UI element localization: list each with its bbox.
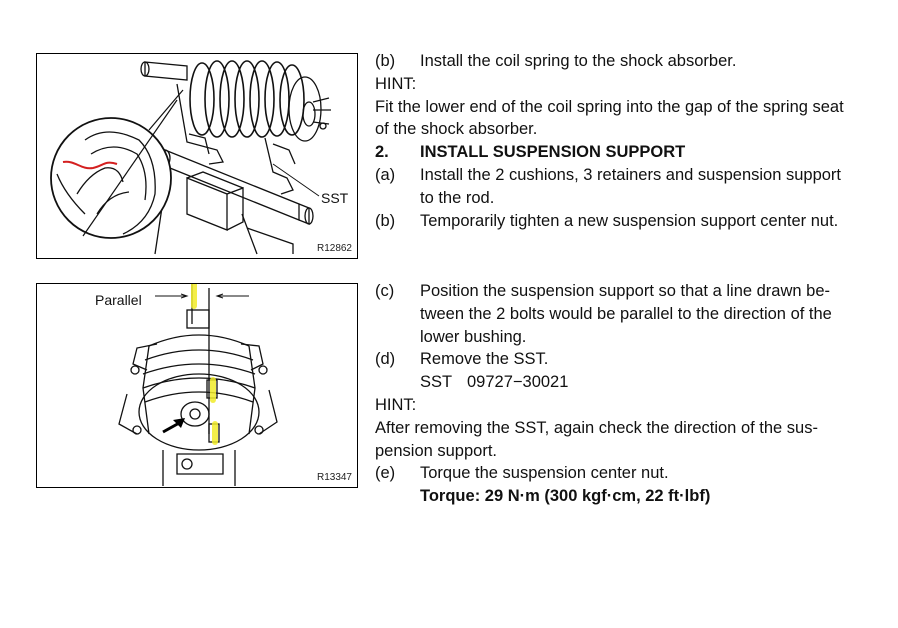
- figure-id: R12862: [316, 243, 352, 254]
- step-c-continued: tween the 2 bolts would be parallel to t…: [420, 304, 832, 323]
- torque-spec: Torque: 29 N·m (300 kgf·cm, 22 ft·lbf): [420, 487, 711, 506]
- instructions-block-2: (c)Position the suspension support so th…: [375, 280, 865, 508]
- step-c: (c)Position the suspension support so th…: [375, 282, 831, 300]
- hint-line: pension support.: [375, 441, 498, 460]
- step-b2: (b)Temporarily tighten a new suspension …: [375, 211, 839, 230]
- step-b: (b)Install the coil spring to the shock …: [375, 52, 737, 70]
- hint-line: After removing the SST, again check the …: [375, 418, 818, 437]
- figure-id: R13347: [316, 472, 352, 483]
- sst-callout-label: SST: [321, 190, 349, 206]
- step-a: (a)Install the 2 cushions, 3 retainers a…: [375, 165, 842, 184]
- step-c-continued: lower bushing.: [420, 327, 527, 346]
- parallel-callout-label: Parallel: [95, 292, 142, 308]
- hint-label: HINT:: [375, 395, 417, 414]
- hint-line: Fit the lower end of the coil spring int…: [375, 97, 844, 116]
- section-heading: 2.INSTALL SUSPENSION SUPPORT: [375, 143, 686, 162]
- step-a-continued: to the rod.: [420, 188, 495, 207]
- step-e: (e)Torque the suspension center nut.: [375, 464, 669, 483]
- hint-line: of the shock absorber.: [375, 120, 538, 139]
- figure-coil-spring-install: SST R12862: [36, 53, 358, 259]
- hint-label: HINT:: [375, 74, 417, 93]
- suspension-support-illustration: [118, 284, 278, 486]
- figure-suspension-support-position: Parallel R13347: [36, 283, 358, 488]
- instructions-block-1: (b)Install the coil spring to the shock …: [375, 50, 865, 232]
- step-d: (d)Remove the SST.: [375, 350, 549, 369]
- coil-spring-illustration: [50, 60, 331, 255]
